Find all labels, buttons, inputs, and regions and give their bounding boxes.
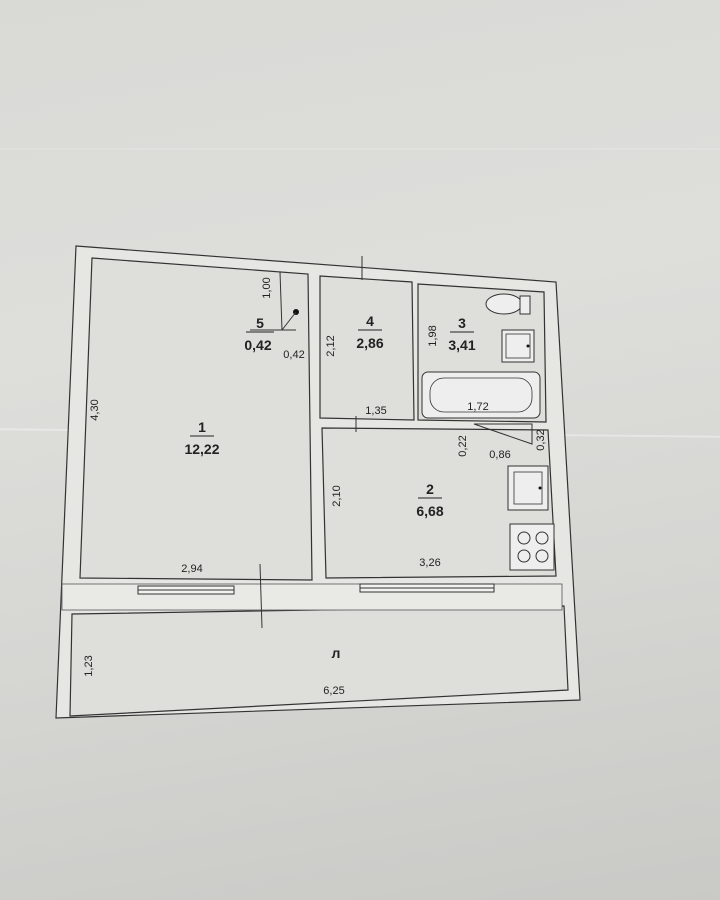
dim-closet-height: 1,00 [261,277,273,298]
room-1-area: 12,22 [184,441,219,457]
room-3-number: 3 [458,315,466,331]
dim-room1-height: 4,30 [89,399,101,420]
room-3-area: 3,41 [448,337,475,353]
dim-room2-height: 2,10 [331,485,343,506]
room-5-area: 0,42 [244,337,271,353]
room-2-area: 6,68 [416,503,443,519]
closet-divider [279,271,283,331]
dim-closet-width: 0,42 [283,349,304,361]
room-1 [79,257,313,581]
stove-icon [509,523,555,571]
dim-room1-width: 2,94 [181,563,202,575]
niche [473,423,533,445]
dim-bath-length: 1,72 [467,401,488,413]
dim-niche-width: 0,86 [489,449,510,461]
dim-room2-width: 3,26 [419,557,440,569]
dim-room4-height: 2,12 [325,335,337,356]
room-2-number: 2 [426,481,434,497]
room-1-number: 1 [198,419,206,435]
room-4-number: 4 [366,313,374,329]
room-4-area: 2,86 [356,335,383,351]
dim-balcony-width: 6,25 [323,685,344,697]
dim-niche-right: 0,32 [535,429,547,450]
kitchen-sink-icon [507,465,549,511]
room-4 [319,275,415,421]
dim-balcony-height: 1,23 [83,655,95,676]
room-2 [321,427,557,579]
dim-room3-height: 1,98 [427,325,439,346]
room-5-number: 5 [256,315,264,331]
bathtub-icon [421,371,541,419]
balcony-door [259,563,263,629]
dim-room4-width: 1,35 [365,405,386,417]
balcony-label: л [332,645,341,661]
toilet-icon [485,293,531,315]
dim-niche-left: 0,22 [457,435,469,456]
bathroom-sink-icon [501,329,535,363]
